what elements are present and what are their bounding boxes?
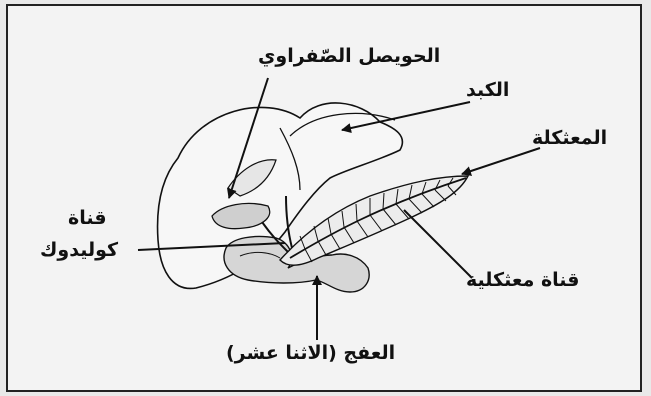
label-pancreatic-duct: قناة معثكلية [466,270,580,291]
pancreas-pointer [462,148,540,174]
label-liver: الكبد [466,80,509,101]
label-duodenum: العفج (الاثنا عشر) [226,343,395,364]
label-pancreas: المعثكلة [532,128,607,149]
label-common-duct-line2: كوليدوك [40,240,118,261]
pancreatic-duct-pointer [404,210,472,278]
label-gallbladder: الحويصل الصّفراوي [258,46,440,67]
label-common-duct-line1: قناة [68,208,107,229]
